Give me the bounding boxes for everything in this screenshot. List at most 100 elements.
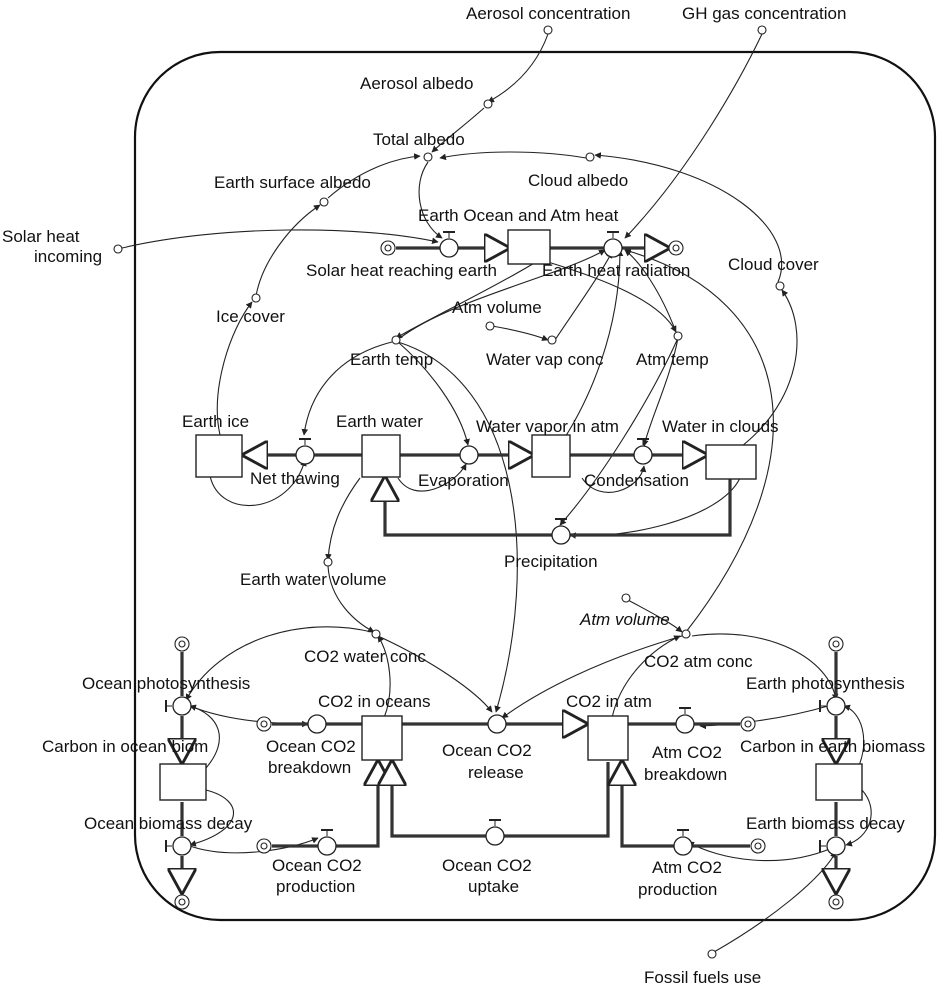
label-fossil-fuels-use: Fossil fuels use <box>644 968 761 986</box>
valve-ocean-co2-uptake <box>485 819 505 846</box>
valve-ocean-co2-release <box>487 714 507 734</box>
pipe-precipitation-return <box>385 478 552 537</box>
label-earth-surface-albedo: Earth surface albedo <box>214 173 371 192</box>
aux-aerosol-concentration <box>543 25 553 35</box>
label-co2-in-atm: CO2 in atm <box>566 692 652 711</box>
valve-evaporation <box>459 445 479 465</box>
label-earth-ice: Earth ice <box>182 412 249 431</box>
label-ocean-co2-production-1: Ocean CO2 <box>272 856 362 875</box>
valve-earth-photosynthesis <box>819 696 846 716</box>
label-ocean-co2-breakdown-1: Ocean CO2 <box>266 737 356 756</box>
valve-ocean-co2-production <box>317 829 337 856</box>
valve-earth-heat-radiation <box>603 231 623 258</box>
link-ocean-decay-to-production <box>189 837 319 854</box>
aux-atm-temp <box>673 331 683 341</box>
label-aerosol-concentration: Aerosol concentration <box>466 4 630 23</box>
valve-ocean-photosynthesis <box>165 696 192 716</box>
label-carbon-in-ocean-biomass: Carbon in ocean biom <box>42 737 208 756</box>
aux-earth-temp <box>391 335 401 345</box>
label-evaporation: Evaporation <box>418 471 509 490</box>
label-earth-temp: Earth temp <box>350 350 433 369</box>
aux-total-albedo <box>423 152 433 162</box>
stock-earth-ice <box>195 434 243 478</box>
pipe-atm-co2-production-right <box>622 762 674 848</box>
link-solar-incoming-to-reaching <box>121 229 439 249</box>
link-earth-water-to-evap <box>397 463 467 492</box>
link-earth-biomass-to-decay <box>845 789 872 847</box>
label-ocean-co2-breakdown-2: breakdown <box>268 758 351 777</box>
pipe-precipitation <box>570 478 732 537</box>
label-net-thawing: Net thawing <box>250 469 340 488</box>
cloud-icon <box>256 716 272 732</box>
link-co2-atm-conc-to-earth-photo <box>691 633 839 701</box>
aux-cloud-cover <box>775 281 785 291</box>
cloud-icon <box>174 636 190 652</box>
auxiliary-markers <box>113 25 785 959</box>
link-water-vap-conc-to-radiation <box>554 251 613 341</box>
label-earth-heat-radiation: Earth heat radiation <box>542 261 690 280</box>
label-ocean-co2-release-1: Ocean CO2 <box>442 741 532 760</box>
link-earth-ice-loop <box>209 459 307 507</box>
system-boundary <box>133 50 937 922</box>
cloud-icon <box>828 636 844 652</box>
label-precipitation: Precipitation <box>504 552 598 571</box>
link-co2-atm-conc-to-release <box>501 635 683 719</box>
label-solar-heat-incoming-1: Solar heat <box>2 227 80 246</box>
label-co2-atm-conc: CO2 atm conc <box>644 652 753 671</box>
cloud-icon <box>750 838 766 854</box>
link-ocean-biomass-to-decay <box>189 789 234 847</box>
label-earth-photosynthesis: Earth photosynthesis <box>746 674 905 693</box>
label-water-vapor-in-atm: Water vapor in atm <box>476 417 619 436</box>
stock-earth-water <box>361 434 401 478</box>
link-cloud-cover-to-albedo <box>594 152 783 283</box>
aux-atm-volume-top <box>485 321 495 331</box>
link-earth-temp-to-co2-release <box>397 341 518 713</box>
label-atm-co2-breakdown-2: breakdown <box>644 765 727 784</box>
aux-aerosol-albedo <box>483 99 493 109</box>
link-water-volume-to-co2-conc <box>327 565 375 633</box>
aux-atm-volume-bottom <box>621 593 631 603</box>
link-atm-temp-to-condensation <box>642 337 679 447</box>
link-aerosol-conc-to-albedo <box>487 33 549 103</box>
label-ocean-co2-uptake-1: Ocean CO2 <box>442 856 532 875</box>
information-links <box>121 33 872 953</box>
stocks <box>159 229 863 801</box>
label-total-albedo: Total albedo <box>373 130 465 149</box>
label-condensation: Condensation <box>584 471 689 490</box>
aux-cloud-albedo <box>585 152 595 162</box>
label-aerosol-albedo: Aerosol albedo <box>360 74 473 93</box>
stock-water-in-clouds <box>705 444 757 480</box>
valve-earth-biomass-decay <box>819 836 846 856</box>
valve-precipitation <box>551 518 571 545</box>
label-carbon-in-earth-biomass: Carbon in earth biomass <box>740 737 925 756</box>
aux-co2-water-conc <box>371 629 381 639</box>
label-water-vap-conc: Water vap conc <box>486 350 604 369</box>
link-water-clouds-to-cloud-cover <box>741 289 798 447</box>
stock-co2-in-atm <box>587 715 629 761</box>
link-aerosol-albedo-to-total <box>431 107 485 153</box>
link-earth-biomass-to-photo <box>843 704 865 769</box>
aux-earth-water-volume <box>323 557 333 567</box>
label-cloud-albedo: Cloud albedo <box>528 171 628 190</box>
link-earth-surface-albedo-to-total <box>327 153 421 199</box>
label-atm-volume-top: Atm volume <box>452 298 542 317</box>
label-atm-temp: Atm temp <box>636 350 709 369</box>
labels: Aerosol concentration GH gas concentrati… <box>2 4 925 986</box>
link-heat-to-earth-temp <box>395 261 537 339</box>
link-water-vapor-to-condensation <box>581 465 647 493</box>
link-water-vapor-to-conc <box>559 249 624 446</box>
label-atm-co2-production-1: Atm CO2 <box>652 858 722 877</box>
cloud-icon <box>668 240 684 256</box>
stock-co2-in-oceans <box>361 715 403 761</box>
sources-sinks <box>174 240 844 910</box>
link-co2-atm-to-conc <box>611 635 681 719</box>
label-ocean-photosynthesis: Ocean photosynthesis <box>82 674 250 693</box>
label-gh-gas-concentration: GH gas concentration <box>682 4 846 23</box>
link-co2-oceans-to-conc <box>377 635 391 719</box>
label-co2-in-oceans: CO2 in oceans <box>318 692 430 711</box>
link-atm-volume-to-co2-atm-conc <box>627 599 683 633</box>
valve-net-thawing <box>295 438 315 465</box>
cloud-icon <box>380 240 396 256</box>
label-ocean-biomass-decay: Ocean biomass decay <box>84 814 253 833</box>
label-ocean-co2-production-2: production <box>276 877 355 896</box>
